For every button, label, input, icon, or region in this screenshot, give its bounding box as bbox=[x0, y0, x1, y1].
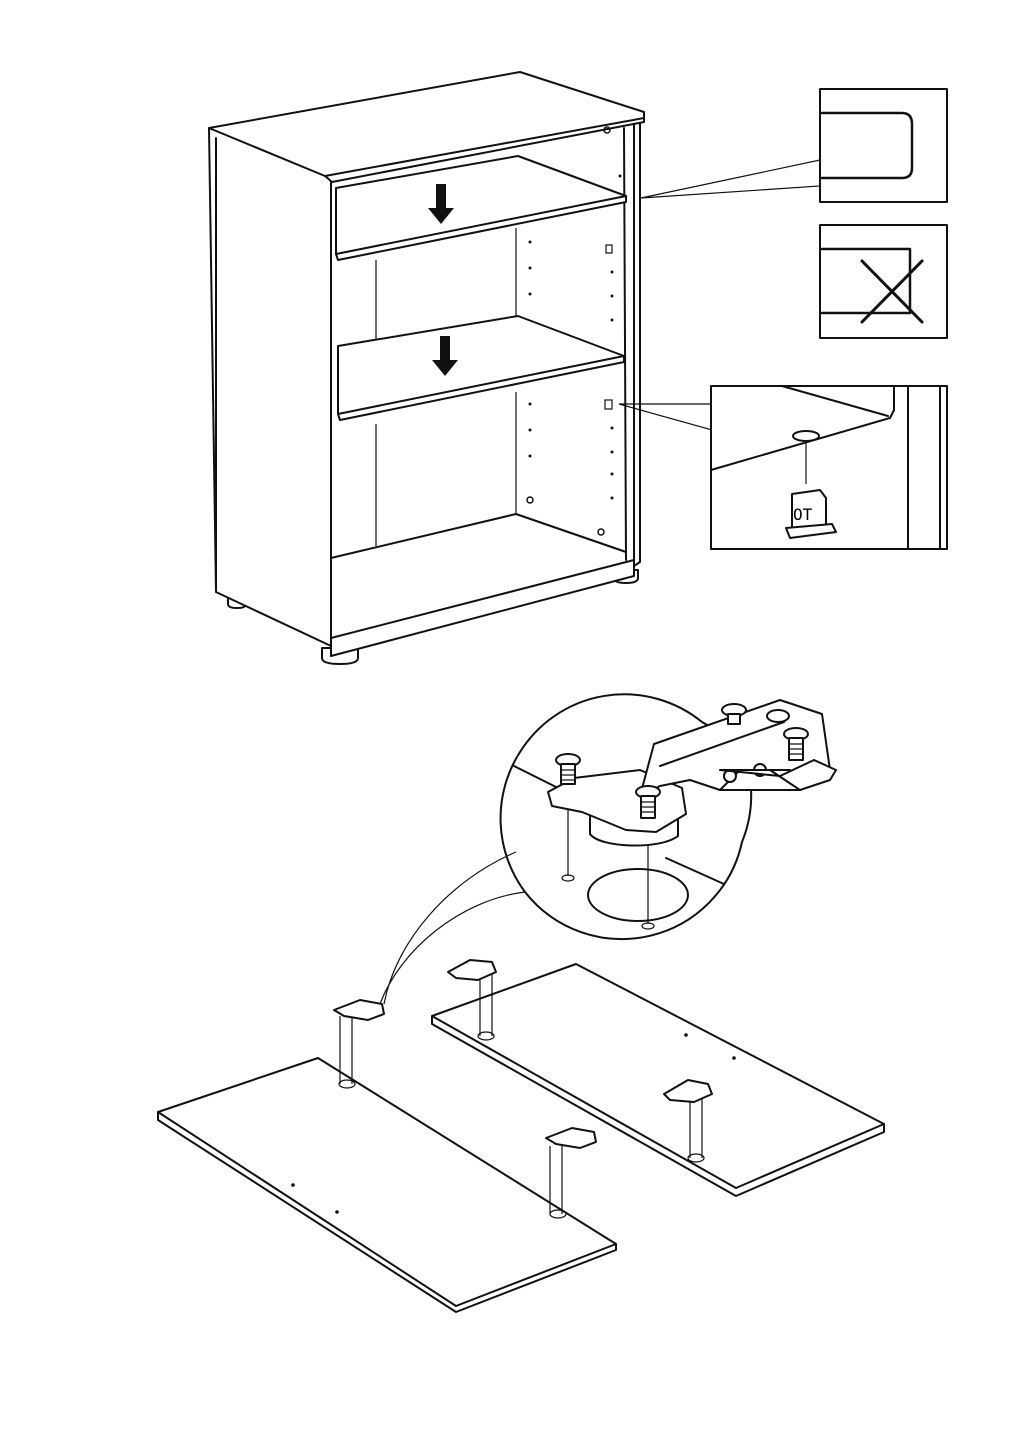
bookcase-illustration bbox=[208, 71, 645, 665]
hinge-icon bbox=[547, 699, 837, 847]
svg-text:OT: OT bbox=[793, 505, 813, 524]
shelf-arrow-icon bbox=[428, 184, 458, 376]
shelf-pin-icon bbox=[604, 244, 613, 410]
shelf-pin-detail: OT bbox=[710, 385, 948, 550]
shelf-hole-markers bbox=[526, 126, 622, 536]
screw-icon bbox=[555, 703, 809, 819]
door-panel-right bbox=[431, 959, 885, 1197]
wrong-edge-icon bbox=[819, 224, 948, 339]
door-panel-left bbox=[157, 999, 617, 1313]
correct-edge-icon bbox=[819, 88, 948, 203]
